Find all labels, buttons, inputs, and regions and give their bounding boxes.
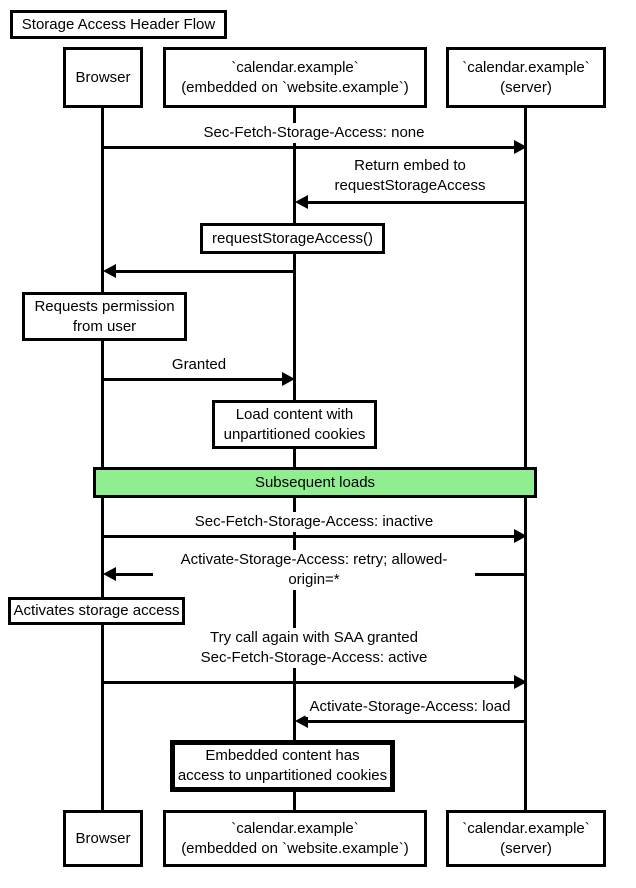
note-activates-storage: Activates storage access xyxy=(8,597,185,625)
arrowhead-left-icon xyxy=(295,195,308,209)
arrowhead-left-icon xyxy=(103,264,116,278)
arrowhead-right-icon xyxy=(514,140,527,154)
message-label-return-embed: Return embed to requestStorageAccess xyxy=(330,156,490,196)
arrowhead-left-icon xyxy=(103,567,116,581)
diagram-title: Storage Access Header Flow xyxy=(10,10,227,39)
lifeline-server xyxy=(524,108,527,810)
note-requests-permission: Requests permission from user xyxy=(22,292,187,341)
lifeline-embedded xyxy=(293,108,296,810)
participant-browser-bottom: Browser xyxy=(63,810,143,867)
participant-browser-top: Browser xyxy=(63,47,143,108)
message-label-try-again: Try call again with SAA granted Sec-Fetc… xyxy=(196,628,432,668)
message-line-try-again xyxy=(103,681,514,684)
arrowhead-right-icon xyxy=(514,675,527,689)
participant-server-bottom: `calendar.example` (server) xyxy=(446,810,606,867)
message-label-sec-fetch-none: Sec-Fetch-Storage-Access: none xyxy=(199,123,429,143)
participant-server-top: `calendar.example` (server) xyxy=(446,47,606,108)
message-line-activate-load xyxy=(308,720,526,723)
message-label-activate-load: Activate-Storage-Access: load xyxy=(305,697,515,717)
note-load-content: Load content with unpartitioned cookies xyxy=(212,400,377,449)
message-line-to-browser xyxy=(116,270,295,273)
lifeline-browser xyxy=(101,108,104,810)
message-label-sec-fetch-inactive: Sec-Fetch-Storage-Access: inactive xyxy=(190,512,438,532)
arrowhead-right-icon xyxy=(282,372,295,386)
message-label-granted: Granted xyxy=(167,355,231,375)
arrowhead-right-icon xyxy=(514,529,527,543)
participant-embedded-bottom: `calendar.example` (embedded on `website… xyxy=(163,810,427,867)
note-embedded-access: Embedded content has access to unpartiti… xyxy=(170,740,395,792)
message-line-sec-fetch-none xyxy=(103,146,514,149)
loop-banner-subsequent-loads: Subsequent loads xyxy=(93,467,537,498)
message-line-return-embed xyxy=(308,201,526,204)
message-label-activate-retry: Activate-Storage-Access: retry; allowed-… xyxy=(153,550,475,590)
message-line-granted xyxy=(103,378,282,381)
note-request-storage-access: requestStorageAccess() xyxy=(200,223,385,254)
participant-embedded-top: `calendar.example` (embedded on `website… xyxy=(163,47,427,108)
message-line-sec-fetch-inactive xyxy=(103,535,514,538)
arrowhead-left-icon xyxy=(295,714,308,728)
